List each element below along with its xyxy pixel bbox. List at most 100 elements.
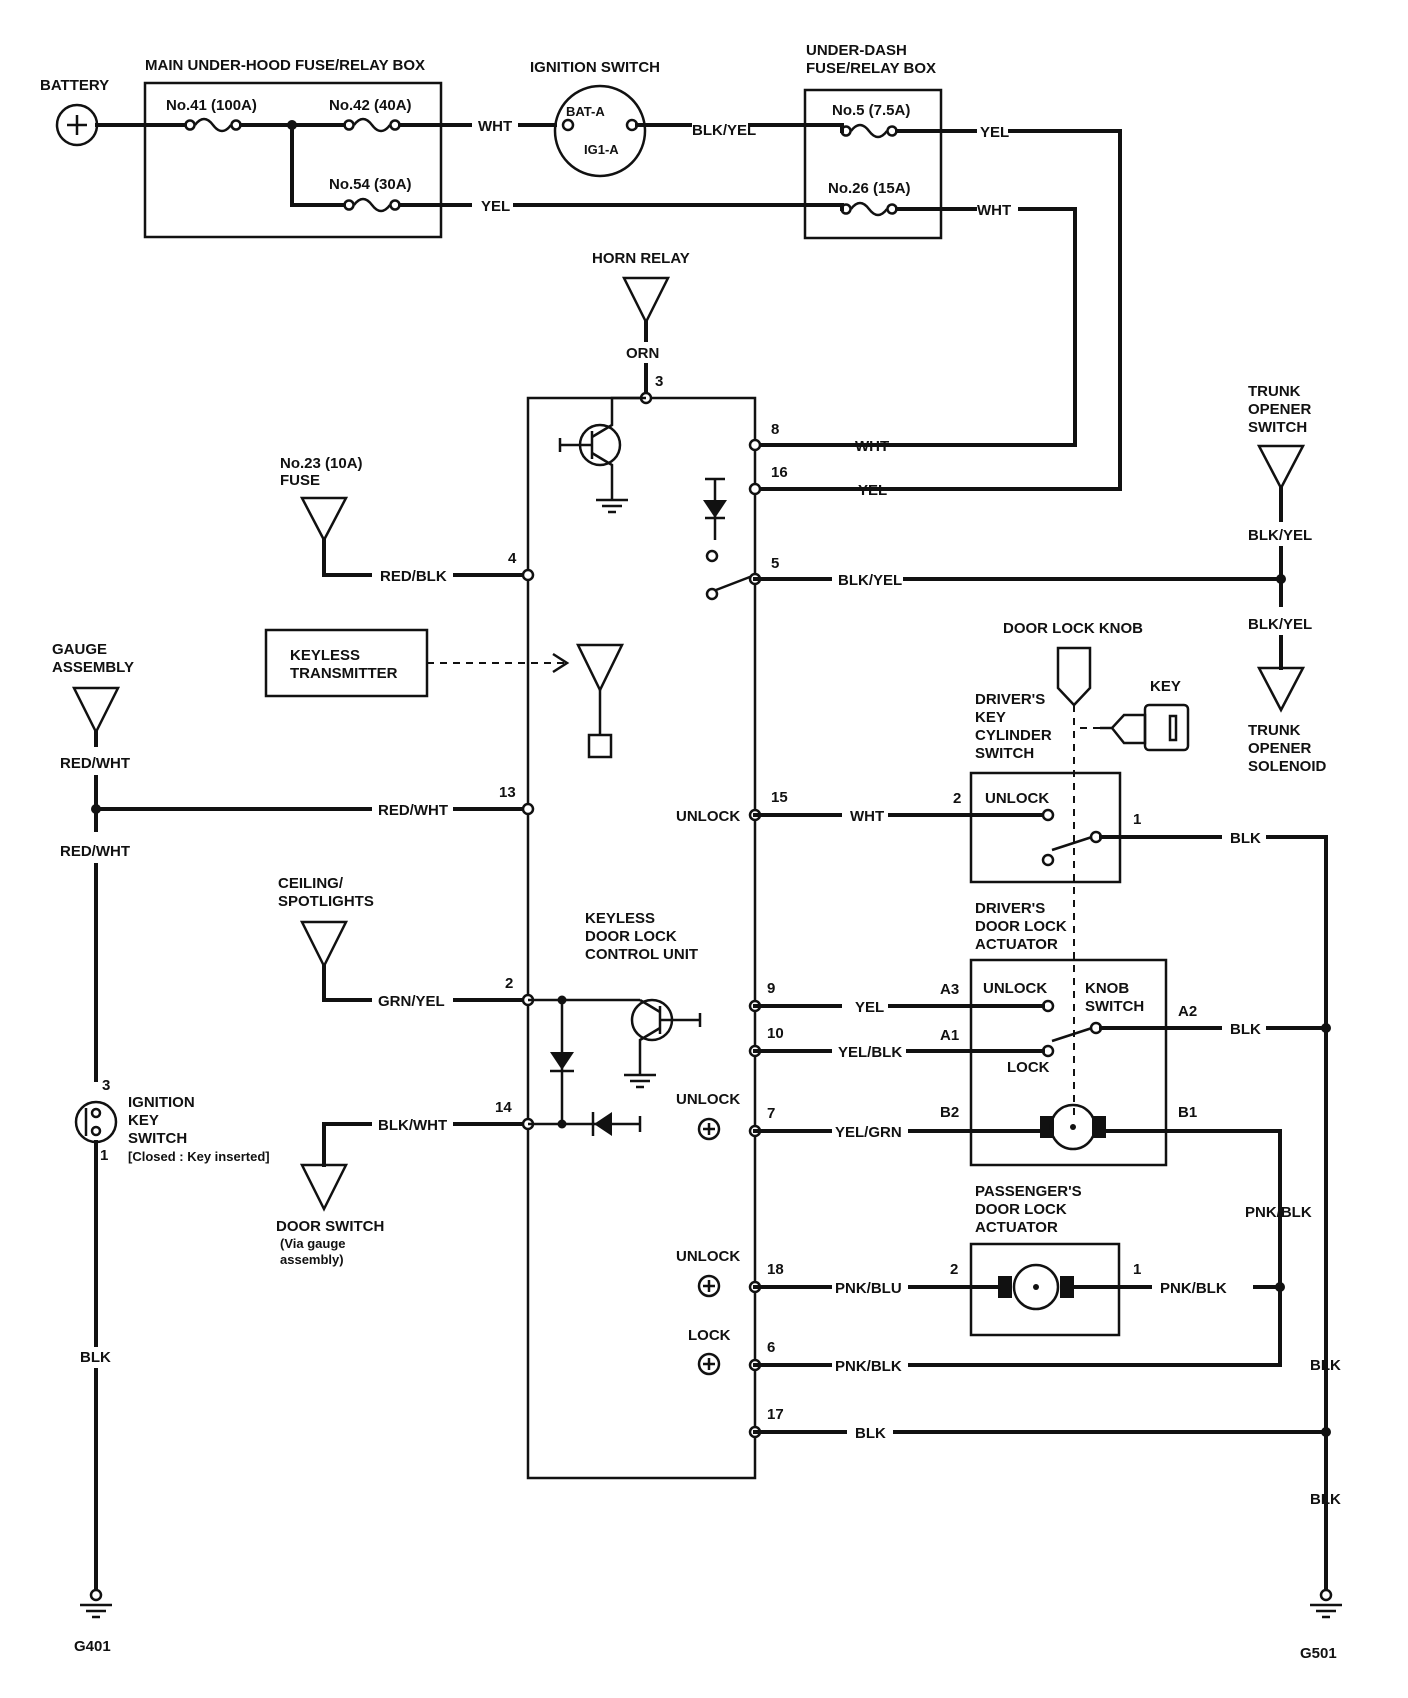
battery-label: BATTERY <box>40 77 109 94</box>
fuse-54-label: No.54 (30A) <box>329 176 412 193</box>
fuse-42-label: No.42 (40A) <box>329 97 412 114</box>
wire-blk-yel-ignition: BLK/YEL <box>692 122 756 139</box>
wire-red-blk: RED/BLK <box>380 568 447 585</box>
ign-key-label-2: KEY <box>128 1112 159 1129</box>
pin-15: 15 <box>771 789 788 806</box>
wire-yel-blk: YEL/BLK <box>838 1044 902 1061</box>
trunk-opener-solenoid: TRUNK OPENER SOLENOID <box>1248 666 1327 775</box>
trunk-opener-switch: TRUNK OPENER SWITCH <box>1248 383 1312 491</box>
ground-g501-label: G501 <box>1300 1645 1337 1662</box>
fuse-5-label: No.5 (7.5A) <box>832 102 910 119</box>
relay-contact-icon <box>703 477 756 601</box>
wire-wht-ignition: WHT <box>478 118 512 135</box>
transistor-bottom-icon <box>528 995 702 1089</box>
pass-act-label-1: PASSENGER'S <box>975 1183 1082 1200</box>
trunk-switch-label-1: TRUNK <box>1248 383 1301 400</box>
key-cyl-label-4: SWITCH <box>975 745 1034 762</box>
key-cyl-label-1: DRIVER'S <box>975 691 1045 708</box>
wire-pnk-blk-pin6: PNK/BLK <box>835 1358 902 1375</box>
pin15-unlock-label: UNLOCK <box>676 808 740 825</box>
control-unit-label-1: KEYLESS <box>585 910 655 927</box>
pin-b1: B1 <box>1178 1104 1197 1121</box>
ignition-switch: IGNITION SWITCH BAT-A IG1-A <box>530 59 660 178</box>
drv-act-unlock: UNLOCK <box>983 980 1047 997</box>
key-cyl-label-3: CYLINDER <box>975 727 1052 744</box>
diode-vertical-icon <box>550 1000 574 1124</box>
wire-yel-main: YEL <box>481 198 510 215</box>
key-cyl-unlock: UNLOCK <box>985 790 1049 807</box>
wire-blk-pin17: BLK <box>855 1425 886 1442</box>
door-switch-label-2: (Via gauge <box>280 1236 346 1251</box>
pin-9: 9 <box>767 980 775 997</box>
wire-red-wht-13: RED/WHT <box>378 802 448 819</box>
wire-red-wht-gauge-2: RED/WHT <box>60 843 130 860</box>
ign-key-label-3: SWITCH <box>128 1130 187 1147</box>
pass-act-pin-1: 1 <box>1133 1261 1141 1278</box>
ground-g401-icon <box>80 1588 112 1619</box>
ground-g401-label: G401 <box>74 1638 111 1655</box>
fuse-54-icon <box>343 197 401 213</box>
ign-key-label-1: IGNITION <box>128 1094 195 1111</box>
drv-act-label-3: ACTUATOR <box>975 936 1058 953</box>
pass-act-label-3: ACTUATOR <box>975 1219 1058 1236</box>
drv-act-label-1: DRIVER'S <box>975 900 1045 917</box>
wire-blk-yel-pin5: BLK/YEL <box>838 572 902 589</box>
wire-grn-yel: GRN/YEL <box>378 993 445 1010</box>
gauge-label-2: ASSEMBLY <box>52 659 134 676</box>
pin-6: 6 <box>767 1339 775 1356</box>
ignition-switch-label: IGNITION SWITCH <box>530 59 660 76</box>
horn-relay-label: HORN RELAY <box>592 250 690 267</box>
pin6-lock-label: LOCK <box>688 1327 731 1344</box>
drv-act-lock: LOCK <box>1007 1059 1050 1076</box>
passenger-motor-icon <box>998 1263 1074 1311</box>
wire-pnk-blk-pass: PNK/BLK <box>1160 1280 1227 1297</box>
door-switch-label-3: assembly) <box>280 1252 344 1267</box>
pass-act-pin-2: 2 <box>950 1261 958 1278</box>
diode-horizontal-icon <box>591 1112 642 1136</box>
wire-orn: ORN <box>626 345 659 362</box>
wire-yel-pin16: YEL <box>858 482 887 499</box>
wire-wht-pin15: WHT <box>850 808 884 825</box>
transistor-top-icon <box>558 396 646 514</box>
fuse-23-label-2: FUSE <box>280 472 320 489</box>
trunk-switch-label-3: SWITCH <box>1248 419 1307 436</box>
pin-18: 18 <box>767 1261 784 1278</box>
ceiling-label-2: SPOTLIGHTS <box>278 893 374 910</box>
under-dash-label-2: FUSE/RELAY BOX <box>806 60 936 77</box>
drv-act-label-2: DOOR LOCK <box>975 918 1067 935</box>
main-fuse-box-label: MAIN UNDER-HOOD FUSE/RELAY BOX <box>145 57 425 74</box>
wire-pnk-blk-b1: PNK/BLK <box>1245 1204 1312 1221</box>
knob-switch-label-2: SWITCH <box>1085 998 1144 1015</box>
main-fuse-box: MAIN UNDER-HOOD FUSE/RELAY BOX No.41 (10… <box>143 57 443 239</box>
door-switch: DOOR SWITCH (Via gauge assembly) <box>276 1163 384 1267</box>
key-cyl-pin-1: 1 <box>1133 811 1141 828</box>
driver-motor-icon <box>1040 1103 1106 1151</box>
pin-10: 10 <box>767 1025 784 1042</box>
pin-2: 2 <box>505 975 513 992</box>
pin-14: 14 <box>495 1099 512 1116</box>
wire-blk-yel-trunk-1: BLK/YEL <box>1248 527 1312 544</box>
trunk-solenoid-label-2: OPENER <box>1248 740 1312 757</box>
key-icon: KEY <box>1100 678 1190 752</box>
ig1-a-label: IG1-A <box>584 142 619 157</box>
door-lock-knob: DOOR LOCK KNOB <box>1003 620 1143 707</box>
pin-a3: A3 <box>940 981 959 998</box>
key-cyl-pin-2: 2 <box>953 790 961 807</box>
wire-blk-wht: BLK/WHT <box>378 1117 447 1134</box>
wire-blk-keycyl: BLK <box>1230 830 1261 847</box>
fuse-41-icon <box>184 117 242 133</box>
wire-blk-yel-trunk-2: BLK/YEL <box>1248 616 1312 633</box>
pin-a1: A1 <box>940 1027 959 1044</box>
pin18-plus-icon <box>697 1274 721 1298</box>
wire-blk-actuator: BLK <box>1230 1021 1261 1038</box>
under-dash-label-1: UNDER-DASH <box>806 42 907 59</box>
driver-door-lock-actuator: DRIVER'S DOOR LOCK ACTUATOR UNLOCK KNOB … <box>969 900 1168 1167</box>
door-switch-label-1: DOOR SWITCH <box>276 1218 384 1235</box>
pin-13: 13 <box>499 784 516 801</box>
knob-switch-label-1: KNOB <box>1085 980 1129 997</box>
wire-pnk-blu: PNK/BLU <box>835 1280 902 1297</box>
fuse-23-connector: No.23 (10A) FUSE <box>280 455 363 543</box>
control-unit-box: KEYLESS DOOR LOCK CONTROL UNIT <box>526 396 757 1480</box>
pin6-plus-icon <box>697 1352 721 1376</box>
